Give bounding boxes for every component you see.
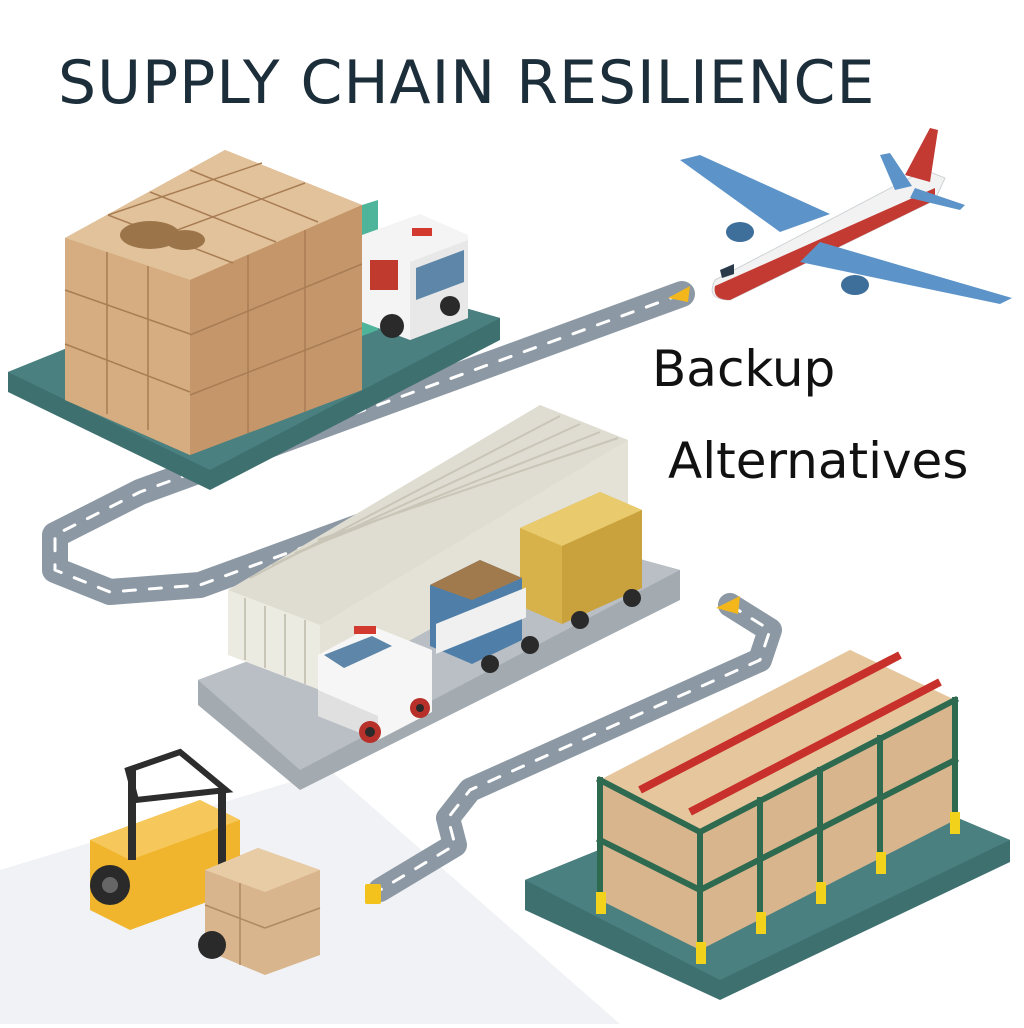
route-marker-icon <box>365 884 381 904</box>
storage-rack-icon <box>595 650 960 964</box>
delivery-truck-icon <box>318 626 432 743</box>
alternatives-label: Alternatives <box>668 432 969 490</box>
route-marker-icon <box>668 286 690 302</box>
airplane-icon <box>680 128 1012 304</box>
warehouse-hub <box>198 405 680 790</box>
cargo-hub <box>8 150 500 490</box>
cargo-boxes-icon <box>64 150 363 455</box>
route-marker-icon <box>716 596 740 614</box>
delivery-truck-icon <box>362 200 468 340</box>
shipping-container-icon <box>520 492 642 629</box>
forklift-icon <box>90 748 321 975</box>
page-title: SUPPLY CHAIN RESILIENCE <box>58 48 876 118</box>
cargo-trailer-icon <box>430 560 539 673</box>
storage-rack-hub <box>525 650 1010 1000</box>
backup-label: Backup <box>652 340 836 398</box>
